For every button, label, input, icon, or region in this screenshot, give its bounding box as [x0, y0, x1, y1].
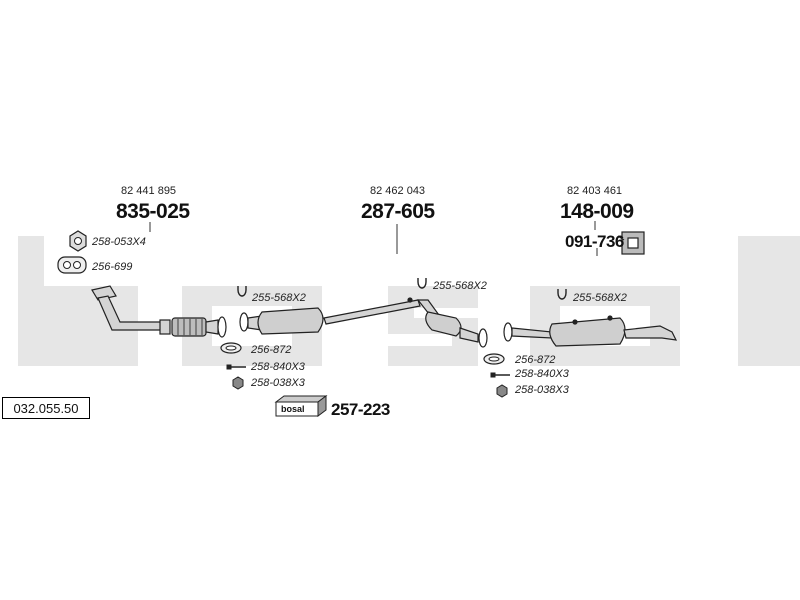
accessory-label-bolt-1[interactable]: 258-840X3: [251, 361, 305, 373]
part-number-front-pipe[interactable]: 835-025: [116, 200, 190, 223]
part-number-middle-silencer[interactable]: 287-605: [361, 200, 435, 223]
accessory-label-front-gasket[interactable]: 256-699: [92, 261, 133, 273]
accessory-label-ring-2[interactable]: 256-872: [515, 354, 556, 366]
bolt-icon-1: [226, 364, 246, 370]
accessory-label-clamp-2[interactable]: 255-568X2: [433, 280, 487, 292]
accessory-label-ring-1[interactable]: 256-872: [251, 344, 292, 356]
sealing-ring-icon-2: [483, 353, 505, 365]
sealing-ring-icon-1: [220, 342, 242, 354]
hex-nut-icon: [69, 230, 87, 252]
bolt-icon-2: [490, 372, 510, 378]
rear-silencer-drawing: [503, 315, 678, 347]
catalog-reference: 032.055.50: [2, 397, 90, 419]
part-number-mounting-kit[interactable]: 257-223: [331, 400, 390, 419]
accessory-label-front-nut[interactable]: 258-053X4: [92, 236, 146, 248]
oem-number-middle: 82 462 043: [370, 185, 426, 197]
clamp-icon-1: [237, 286, 247, 297]
mounting-kit-box-icon: [274, 395, 328, 417]
part-number-rear-silencer[interactable]: 148-009: [560, 200, 634, 223]
leader-lines: [149, 221, 598, 256]
part-number-rear-mount[interactable]: 091-736: [565, 232, 624, 251]
clamp-icon-3: [557, 289, 567, 300]
clamp-icon-2: [417, 278, 427, 289]
nut-icon-1: [232, 376, 244, 390]
accessory-label-clamp-1[interactable]: 255-568X2: [252, 292, 306, 304]
flange-gasket-icon: [57, 256, 87, 274]
accessory-label-nut-2[interactable]: 258-038X3: [515, 384, 569, 396]
middle-silencer-drawing: [239, 297, 488, 348]
oem-number-rear: 82 403 461: [567, 185, 623, 197]
oem-number-front: 82 441 895: [121, 185, 177, 197]
rubber-mount-icon: [617, 231, 645, 255]
accessory-label-nut-1[interactable]: 258-038X3: [251, 377, 305, 389]
accessory-label-bolt-2[interactable]: 258-840X3: [515, 368, 569, 380]
front-pipe-drawing: [91, 285, 227, 338]
accessory-label-clamp-3[interactable]: 255-568X2: [573, 292, 627, 304]
kit-box-logo: bosal: [281, 404, 305, 414]
nut-icon-2: [496, 384, 508, 398]
